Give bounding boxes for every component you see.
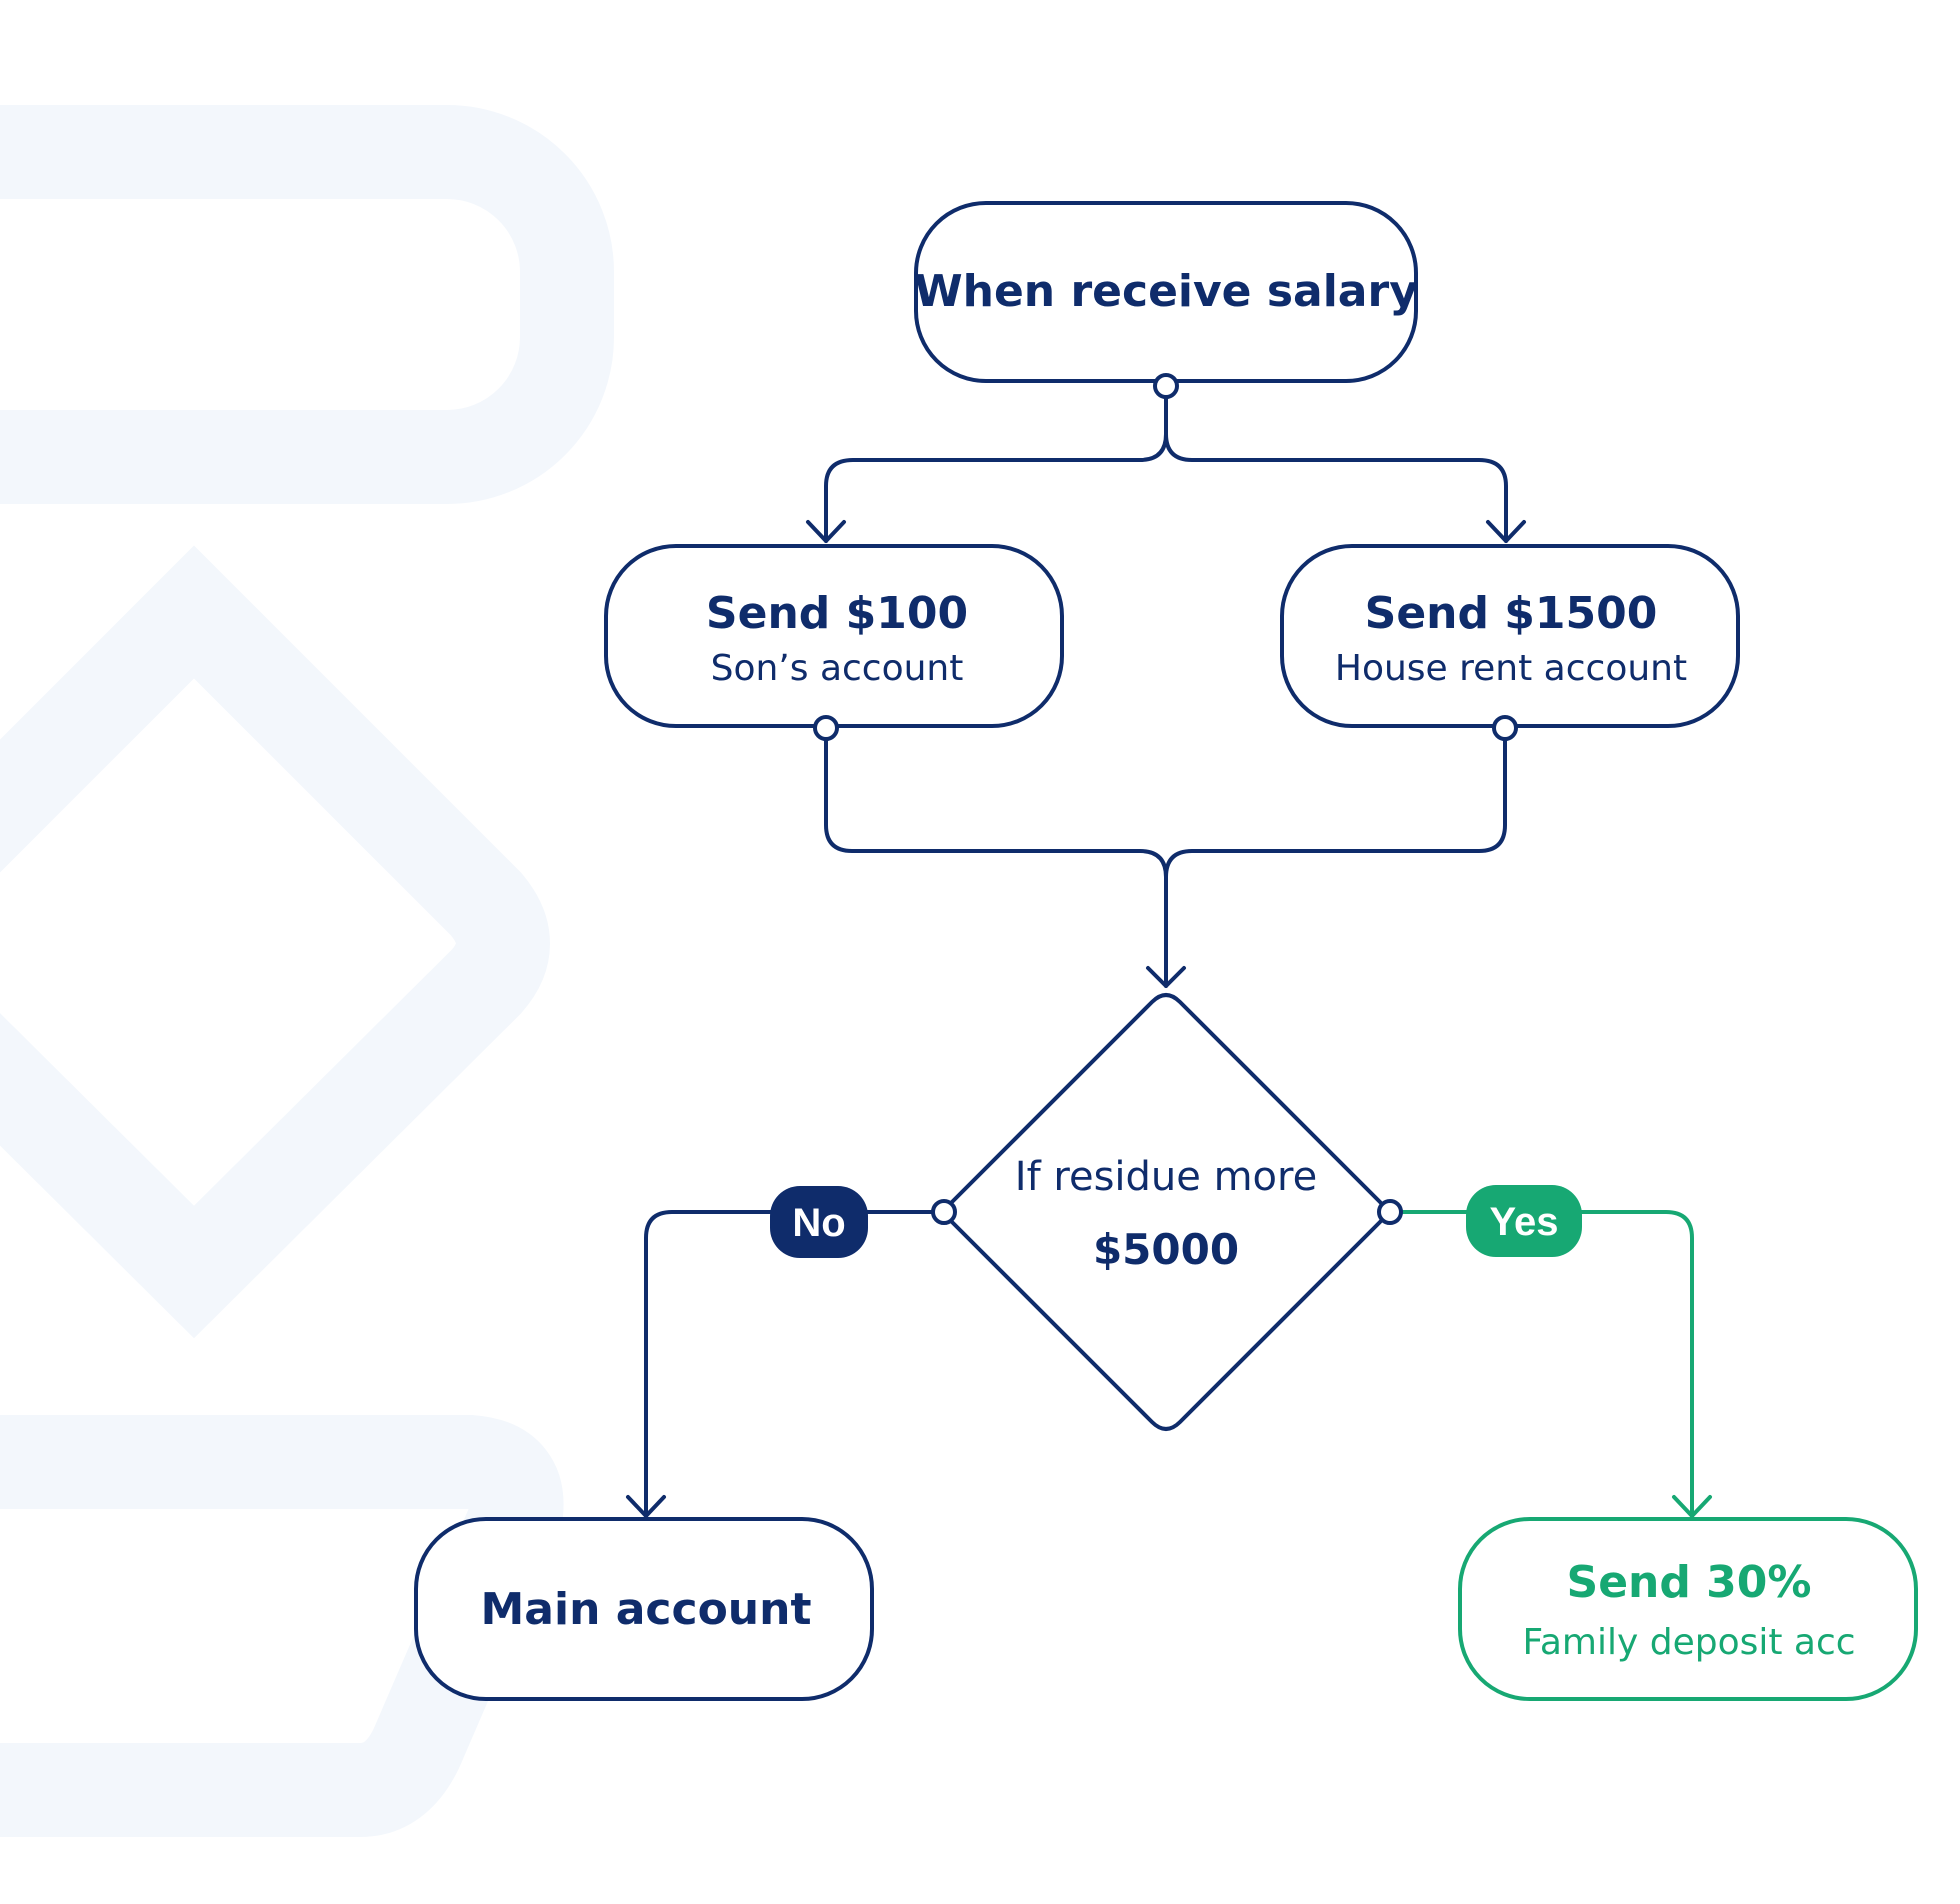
label-no-pill [770, 1186, 868, 1258]
node-family: Send 30% Family deposit acc [1458, 1517, 1918, 1701]
node-main-box [414, 1517, 874, 1701]
node-decision-line1: If residue more [1015, 1154, 1317, 1200]
port-son-bottom [813, 715, 839, 741]
node-family-title: Send 30% [1567, 1557, 1812, 1608]
node-rent-subtitle: House rent account [1335, 648, 1687, 689]
background-diamond-shape [0, 545, 550, 1319]
port-start-bottom [1153, 373, 1179, 399]
node-decision: If residue more $5000 [945, 993, 1387, 1431]
connectors-green [1388, 1210, 1712, 1518]
node-son-title: Send $100 [706, 588, 968, 639]
label-yes-pill [1466, 1185, 1582, 1257]
arrowhead-to-decision [1146, 966, 1186, 988]
arrowhead-to-main [626, 1495, 666, 1518]
connector-decision-to-family [1388, 1210, 1694, 1518]
port-decision-right [1377, 1199, 1403, 1225]
node-decision-line2: $5000 [1093, 1225, 1239, 1274]
node-family-box [1458, 1517, 1918, 1701]
connector-decision-to-main [644, 1210, 946, 1518]
node-start: When receive salary [914, 201, 1418, 383]
node-main-title: Main account [481, 1584, 812, 1635]
label-yes-text: Yes [1490, 1200, 1559, 1244]
node-family-subtitle: Family deposit acc [1522, 1622, 1855, 1663]
node-start-title: When receive salary [914, 266, 1418, 317]
connectors-navy [626, 384, 1526, 1518]
connector-start-to-son [824, 384, 1168, 543]
connector-start-to-rent [1164, 384, 1508, 543]
arrowhead-to-family [1672, 1495, 1712, 1518]
label-no: No [770, 1186, 868, 1258]
port-decision-left [931, 1199, 957, 1225]
node-decision-diamond [945, 993, 1387, 1431]
connector-son-to-decision [824, 726, 1168, 988]
background-rounded-rect-shape [0, 105, 614, 504]
connector-rent-to-decision [1164, 726, 1507, 879]
node-son: Send $100 Son’s account [604, 544, 1064, 728]
node-main: Main account [414, 1517, 874, 1701]
ports [813, 373, 1518, 1225]
label-no-text: No [792, 1201, 845, 1245]
arrowhead-to-son [806, 520, 846, 543]
node-rent-title: Send $1500 [1365, 588, 1658, 639]
label-yes: Yes [1466, 1185, 1582, 1257]
node-rent: Send $1500 House rent account [1280, 544, 1740, 728]
node-son-subtitle: Son’s account [711, 648, 964, 689]
port-rent-bottom [1492, 715, 1518, 741]
arrowhead-to-rent [1486, 520, 1526, 543]
